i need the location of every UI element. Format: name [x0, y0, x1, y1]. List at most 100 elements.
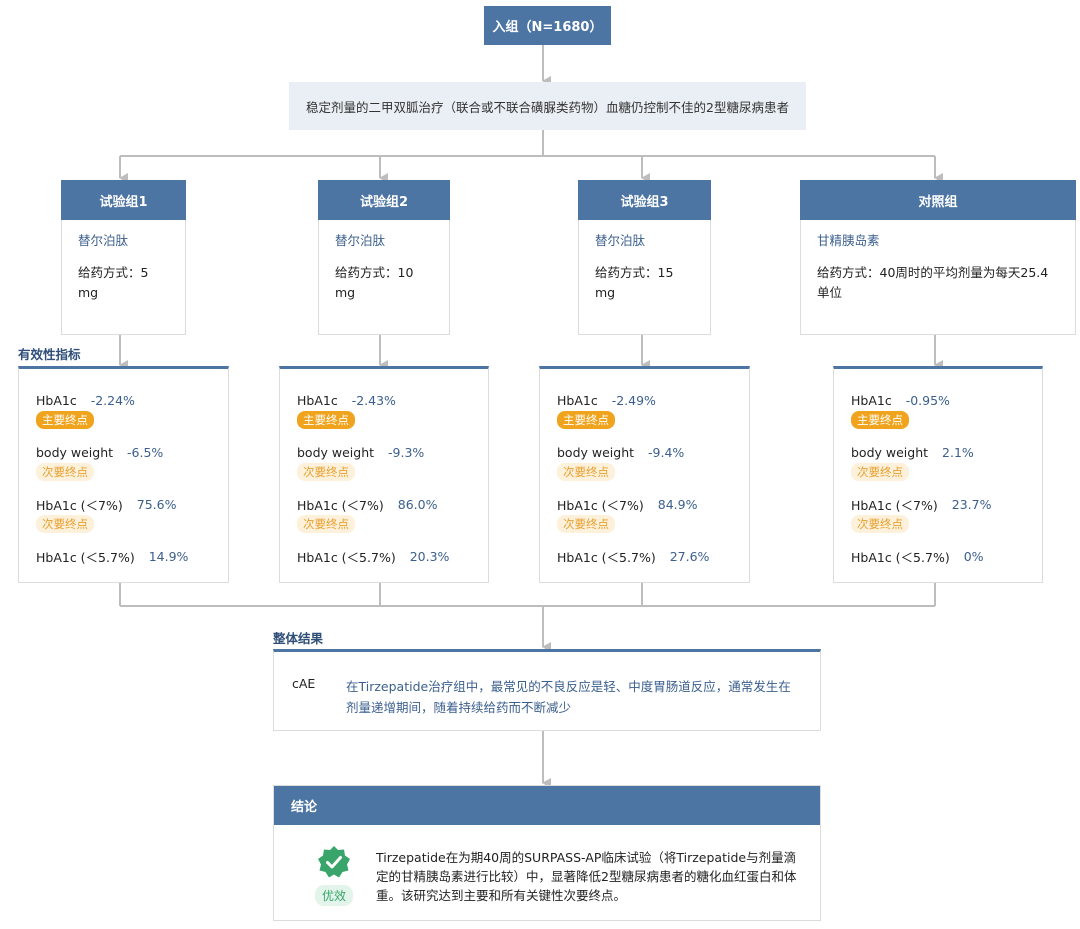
metric-item: HbA1c (＜5.7%)27.6% — [557, 547, 749, 599]
metric-row: HbA1c -2.43% — [297, 391, 488, 409]
arm-title: 试验组1 — [61, 180, 186, 220]
secondary-endpoint-badge: 次要终点 — [557, 515, 615, 533]
overall-section-label: 整体结果 — [273, 631, 324, 646]
population-box: 稳定剂量的二甲双胍治疗（联合或不联合磺脲类药物）血糖仍控制不佳的2型糖尿病患者 — [289, 82, 806, 130]
arm-title: 试验组2 — [318, 180, 450, 220]
metric-value: 2.1% — [942, 444, 974, 460]
conclusion-text: Tirzepatide在为期40周的SURPASS-AP临床试验（将Tirzep… — [376, 850, 797, 903]
metric-row: HbA1c (＜7%) 84.9% — [557, 495, 749, 513]
primary-endpoint-badge: 主要终点 — [36, 411, 94, 429]
metric-row: HbA1c (＜7%) 86.0% — [297, 495, 488, 513]
metric-item: body weight -9.3% 次要终点 — [297, 443, 488, 495]
metric-value: -2.24% — [90, 392, 135, 408]
metric-name: HbA1c — [851, 392, 892, 408]
metric-value: 0% — [963, 548, 984, 564]
metric-item: HbA1c (＜5.7%) 20.3% — [297, 547, 488, 599]
arm-drug: 甘精胰岛素 — [817, 233, 880, 248]
metric-item: HbA1c -2.43% 主要终点 — [297, 391, 488, 443]
metric-item: HbA1c (＜5.7%) 0% — [851, 547, 1042, 599]
metric-value: 84.9% — [657, 496, 698, 512]
metric-value: 86.0% — [397, 496, 438, 512]
metric-name: HbA1c (＜7%) — [36, 497, 123, 513]
overall-item-name: cAE — [292, 676, 316, 691]
metric-name: HbA1c (＜7%) — [557, 497, 644, 513]
arm-drug: 替尔泊肽 — [335, 233, 386, 248]
metric-item: HbA1c-0.95% 主要终点 — [851, 391, 1042, 443]
overall-item-text: 在Tirzepatide治疗组中，最常见的不良反应是轻、中度胃肠道反应，通常发生… — [346, 679, 791, 715]
arm-drug: 替尔泊肽 — [78, 233, 129, 248]
conclusion-badge: 优效 — [314, 885, 353, 906]
metric-name: HbA1c — [557, 392, 598, 408]
secondary-endpoint-badge: 次要终点 — [851, 515, 909, 533]
metric-row: HbA1c (＜7%) 23.7% — [851, 495, 1042, 513]
arm-dose: 给药方式：10 mg — [335, 265, 414, 300]
secondary-endpoint-badge: 次要终点 — [36, 463, 94, 481]
metric-name: HbA1c (＜7%) — [851, 497, 938, 513]
metric-row: body weight 2.1% — [851, 443, 1042, 461]
metric-row: HbA1c -2.49% — [557, 391, 749, 409]
arm-card-2: 试验组2 替尔泊肽 给药方式：10 mg — [318, 180, 450, 335]
metric-item: HbA1c -2.24% 主要终点 — [36, 391, 228, 443]
enrollment-box: 入组（N=1680） — [484, 6, 611, 45]
metric-row: HbA1c-0.95% — [851, 391, 1042, 409]
arm-card-control: 对照组 甘精胰岛素 给药方式：40周时的平均剂量为每天25.4单位 — [800, 180, 1076, 335]
conclusion-box: 结论 优效 Tirzepatide在为期40周的SURPASS-AP临床试验（将… — [273, 785, 821, 921]
arm-title: 试验组3 — [578, 180, 711, 220]
metric-item: body weight 2.1% 次要终点 — [851, 443, 1042, 495]
metric-item: HbA1c -2.49% 主要终点 — [557, 391, 749, 443]
metric-name: body weight — [851, 444, 929, 460]
secondary-endpoint-badge: 次要终点 — [36, 515, 94, 533]
overall-results-box: cAE 在Tirzepatide治疗组中，最常见的不良反应是轻、中度胃肠道反应，… — [273, 649, 821, 731]
metric-name: body weight — [36, 444, 114, 460]
metric-item: body weight-6.5% 次要终点 — [36, 443, 228, 495]
conclusion-title: 结论 — [274, 786, 820, 825]
metric-row: HbA1c (＜5.7%) 0% — [851, 547, 1042, 565]
metric-row: HbA1c (＜5.7%) 14.9% — [36, 547, 228, 565]
arm-dose: 给药方式：15 mg — [595, 265, 674, 300]
metric-name: HbA1c (＜5.7%) — [297, 549, 396, 565]
metric-item: HbA1c (＜7%) 86.0% 次要终点 — [297, 495, 488, 547]
metric-row: body weight-9.4% — [557, 443, 749, 461]
secondary-endpoint-badge: 次要终点 — [557, 463, 615, 481]
metric-row: body weight -9.3% — [297, 443, 488, 461]
metric-name: body weight — [297, 444, 375, 460]
metric-row: HbA1c -2.24% — [36, 391, 228, 409]
metric-name: HbA1c (＜5.7%) — [36, 549, 135, 565]
arm-dose: 给药方式：5 mg — [78, 265, 149, 300]
arm-title: 对照组 — [800, 180, 1076, 220]
metric-item: body weight-9.4% 次要终点 — [557, 443, 749, 495]
metric-item: HbA1c (＜7%) 75.6% 次要终点 — [36, 495, 228, 547]
metric-row: HbA1c (＜7%) 75.6% — [36, 495, 228, 513]
metric-item: HbA1c (＜7%) 23.7% 次要终点 — [851, 495, 1042, 547]
metric-item: HbA1c (＜7%) 84.9% 次要终点 — [557, 495, 749, 547]
metric-row: body weight-6.5% — [36, 443, 228, 461]
arm-card-1: 试验组1 替尔泊肽 给药方式：5 mg — [61, 180, 186, 335]
metric-item: HbA1c (＜5.7%) 14.9% — [36, 547, 228, 599]
metric-value: 20.3% — [409, 548, 450, 564]
secondary-endpoint-badge: 次要终点 — [297, 515, 355, 533]
metric-name: HbA1c (＜5.7%) — [851, 549, 950, 565]
metric-value: 14.9% — [148, 548, 189, 564]
arm-drug: 替尔泊肽 — [595, 233, 646, 248]
metric-row: HbA1c (＜5.7%) 20.3% — [297, 547, 488, 565]
metric-name: HbA1c (＜5.7%) — [557, 549, 656, 565]
secondary-endpoint-badge: 次要终点 — [851, 463, 909, 481]
metric-value: -2.43% — [351, 392, 396, 408]
metric-value: -9.3% — [388, 444, 425, 460]
metric-name: HbA1c — [36, 392, 77, 408]
metric-value: -2.49% — [611, 392, 656, 408]
secondary-endpoint-badge: 次要终点 — [297, 463, 355, 481]
metric-row: HbA1c (＜5.7%)27.6% — [557, 547, 749, 565]
primary-endpoint-badge: 主要终点 — [557, 411, 615, 429]
metric-name: HbA1c — [297, 392, 338, 408]
arm-card-3: 试验组3 替尔泊肽 给药方式：15 mg — [578, 180, 711, 335]
primary-endpoint-badge: 主要终点 — [297, 411, 355, 429]
primary-endpoint-badge: 主要终点 — [851, 411, 909, 429]
metric-value: 23.7% — [951, 496, 992, 512]
efficacy-section-label: 有效性指标 — [18, 347, 81, 362]
metric-name: HbA1c (＜7%) — [297, 497, 384, 513]
metric-value: 75.6% — [136, 496, 177, 512]
verified-check-icon — [318, 846, 350, 878]
